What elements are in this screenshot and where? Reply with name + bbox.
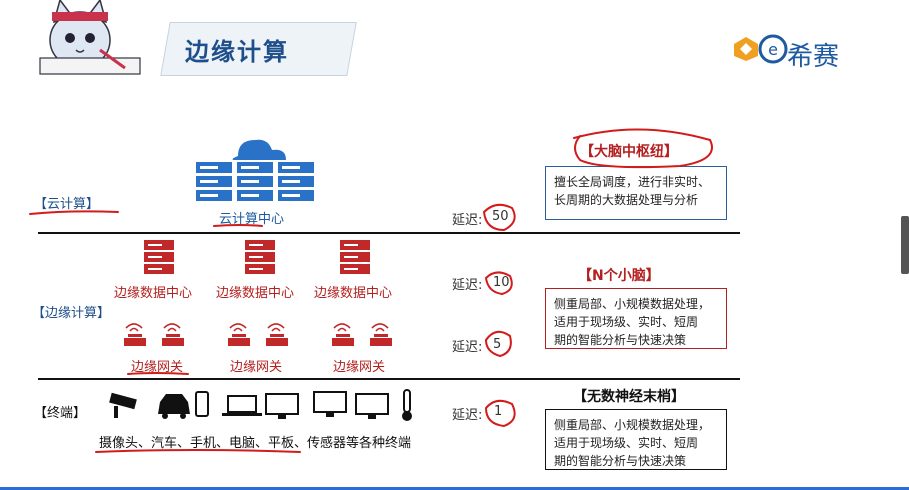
- edge-delay-label: 延迟:: [452, 340, 483, 355]
- annotation-circle: [485, 330, 512, 358]
- router-icon: [228, 323, 288, 346]
- laptop-icon: [222, 395, 262, 416]
- cloud-desc-line: 擅长全局调度，进行非实时、: [554, 175, 711, 189]
- annotation-circle: [485, 399, 516, 428]
- terminal-devices-icons: [109, 389, 412, 421]
- layer-divider: [38, 378, 740, 380]
- car-icon: [158, 394, 190, 419]
- terminal-desc-line: 适用于现场级、实时、短周: [554, 436, 699, 450]
- logo-text: 希赛: [787, 42, 840, 72]
- cloud-delay-label: 延迟:: [452, 213, 483, 228]
- server-rack-icon: [340, 240, 370, 274]
- edge-center-label: 边缘数据中心: [216, 286, 295, 301]
- terminal-delay-value: 1: [494, 404, 503, 419]
- cloud-icon: [232, 139, 286, 160]
- server-rack-icon: [245, 240, 275, 274]
- annotation-underline: [29, 210, 119, 215]
- annotation-underline: [213, 224, 263, 227]
- terminal-caption: 摄像头、汽车、手机、电脑、平板、传感器等各种终端: [99, 436, 412, 451]
- layer-divider: [38, 232, 740, 234]
- terminal-heading: 【无数神经末梢】: [573, 389, 685, 405]
- page-title: 边缘计算: [185, 38, 289, 66]
- phone-icon: [195, 391, 209, 417]
- cloud-center-label: 云计算中心: [219, 212, 285, 227]
- terminal-desc-line: 期的智能分析与快速决策: [554, 454, 687, 468]
- edge-delay-value: 5: [493, 337, 502, 352]
- logo-icon: [734, 37, 758, 61]
- svg-text:e: e: [768, 40, 778, 59]
- edge-description-box: 侧重局部、小规模数据处理， 适用于现场级、实时、短周 期的智能分析与快速决策: [545, 288, 727, 349]
- cloud-datacenter-icon: [196, 139, 314, 201]
- cloud-heading: 【大脑中枢纽】: [580, 144, 678, 160]
- edge-delay-value: 10: [493, 275, 510, 290]
- bottom-accent-bar: [0, 487, 909, 490]
- edge-center-label: 边缘数据中心: [314, 286, 393, 301]
- annotation-circle: [573, 128, 713, 169]
- cloud-layer-label: 【云计算】: [34, 197, 100, 212]
- cloud-desc-line: 长周期的大数据处理与分析: [554, 193, 699, 207]
- terminal-layer-label: 【终端】: [34, 406, 87, 421]
- cloud-delay-value: 50: [492, 209, 509, 224]
- monitor-icon: [313, 391, 347, 417]
- router-icon: [124, 323, 184, 346]
- edge-heading: 【N个小脑】: [578, 268, 660, 284]
- edge-center-label: 边缘数据中心: [114, 286, 193, 301]
- router-icon: [332, 323, 392, 346]
- monitor-icon: [355, 393, 389, 419]
- annotation-circle: [483, 203, 516, 232]
- edge-gateway-label: 边缘网关: [131, 360, 184, 375]
- server-rack-icon: [144, 240, 174, 274]
- camera-icon: [109, 392, 137, 418]
- terminal-desc-line: 侧重局部、小规模数据处理，: [554, 418, 711, 432]
- edge-gateway-label: 边缘网关: [333, 360, 386, 375]
- cat-mascot-icon: [39, 0, 141, 75]
- annotation-circle: [485, 271, 513, 296]
- edge-desc-line: 侧重局部、小规模数据处理，: [554, 297, 711, 311]
- terminal-description-box: 侧重局部、小规模数据处理， 适用于现场级、实时、短周 期的智能分析与快速决策: [545, 409, 727, 470]
- terminal-delay-label: 延迟:: [452, 408, 483, 423]
- side-scroll-handle[interactable]: [901, 216, 909, 274]
- annotation-underline: [95, 449, 301, 453]
- edge-delay-label: 延迟:: [452, 278, 483, 293]
- thermometer-icon: [402, 389, 412, 421]
- edge-desc-line: 期的智能分析与快速决策: [554, 333, 687, 347]
- monitor-icon: [265, 393, 299, 419]
- logo-e-icon: e: [758, 34, 788, 64]
- edge-gateway-label: 边缘网关: [230, 360, 283, 375]
- edge-desc-line: 适用于现场级、实时、短周: [554, 315, 699, 329]
- cloud-description-box: 擅长全局调度，进行非实时、 长周期的大数据处理与分析: [545, 166, 727, 220]
- annotation-underline: [127, 372, 189, 375]
- edge-layer-label: 【边缘计算】: [32, 306, 111, 321]
